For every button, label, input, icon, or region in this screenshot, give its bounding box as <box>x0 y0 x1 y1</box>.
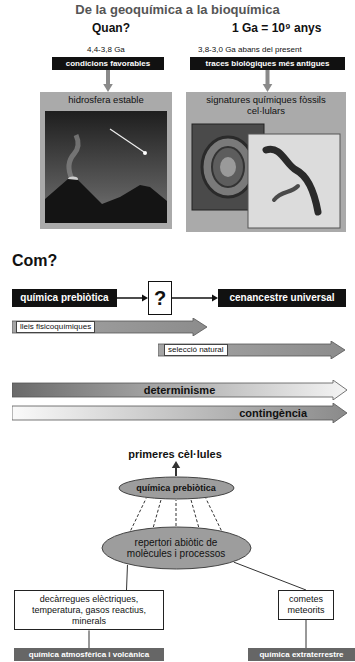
connector <box>126 565 128 590</box>
node-text: signatures químiques fòssils cel·lulars <box>190 95 342 117</box>
connector <box>172 461 180 476</box>
ellipse-outline <box>102 527 251 569</box>
connector-line <box>131 498 146 530</box>
arrowhead <box>103 84 113 92</box>
volcanic-plume <box>69 135 78 179</box>
connector <box>89 630 90 648</box>
connector-line <box>172 297 213 299</box>
connector <box>117 294 148 301</box>
node-text: química prebiòtica <box>136 483 216 493</box>
connector-line <box>89 630 90 648</box>
time-range: 4,4-3,8 Ga <box>87 45 125 54</box>
connector <box>103 70 113 92</box>
comet-streak <box>110 129 144 152</box>
comet-head <box>143 151 147 155</box>
ellipse-outline <box>119 477 234 499</box>
connector <box>131 498 222 530</box>
stromatolite-layer <box>212 147 244 187</box>
node-text: cometes meteorits <box>283 594 329 616</box>
arrowhead <box>172 461 180 468</box>
period-band: traces biològiques més antigues <box>190 57 345 70</box>
connector-line <box>126 565 128 590</box>
fossil-illustration <box>186 120 346 232</box>
volcano-illustration <box>40 109 172 229</box>
node-text: química atmosfèrica i volcànica <box>18 650 160 659</box>
node-text: traces biològiques més antigues <box>194 59 341 68</box>
arrow-body <box>12 380 347 400</box>
unknown-box: ? <box>148 281 172 315</box>
node-text: determinisme <box>144 384 216 397</box>
volcano-silhouette <box>45 179 167 223</box>
stromatolite-layer <box>220 157 236 177</box>
connector-line <box>106 70 110 86</box>
connector-line <box>175 467 177 476</box>
time-range: 3,8-3,0 Ga abans del present <box>198 45 302 54</box>
node-text: ? <box>154 287 166 309</box>
process-box: cenancestre universal <box>218 289 346 307</box>
image-panel: signatures químiques fòssils cel·lulars <box>186 92 346 120</box>
panel-frame <box>186 120 346 232</box>
force-arrow: lleis fisicoquímiques <box>12 318 207 336</box>
connector-line <box>176 500 177 526</box>
arrow-body <box>12 318 207 336</box>
connector-line <box>266 70 270 86</box>
node-text: hidrosfera estable <box>44 95 168 106</box>
section-heading: Quan? <box>92 21 130 35</box>
stromatolite-layer <box>202 137 254 197</box>
outcome-text: primeres cèl·lules <box>105 448 245 461</box>
trend-arrow: contingència <box>12 403 347 423</box>
node-text: química prebiòtica <box>17 292 112 304</box>
process-ellipse: química prebiòtica <box>118 476 235 500</box>
category-band: química extraterrestre <box>248 648 355 661</box>
force-arrow: selecció natural <box>158 341 345 359</box>
connector <box>263 70 273 92</box>
category-band: química atmosfèrica i volcànica <box>14 648 164 661</box>
sky <box>45 111 167 223</box>
microfossil-photo <box>248 134 340 228</box>
process-box: química prebiòtica <box>12 289 117 307</box>
repertoire-ellipse: repertori abiòtic de molècules i process… <box>101 526 252 570</box>
trend-arrow: determinisme <box>12 380 347 400</box>
arrow-body <box>158 341 345 359</box>
connector-line <box>191 500 199 527</box>
node-text: primeres cèl·lules <box>105 448 245 461</box>
image-panel: hidrosfera estable <box>40 92 172 109</box>
connector <box>234 562 306 590</box>
connector-line <box>306 620 307 648</box>
microfossil-filament <box>274 186 298 200</box>
microfossil-filament <box>266 149 318 212</box>
node-text: contingència <box>239 407 307 420</box>
node-text: condicions favorables <box>56 59 160 68</box>
diagram-title: De la geoquímica a la bioquímica <box>0 2 355 17</box>
connector-line <box>206 498 221 530</box>
section-heading: Com? <box>12 252 57 270</box>
arrow-body <box>12 403 347 423</box>
source-box: cometes meteorits <box>278 590 334 620</box>
node-text: repertori abiòtic de molècules i process… <box>124 537 229 560</box>
node-text: lleis fisicoquímiques <box>16 321 95 333</box>
node-text: cenancestre universal <box>223 292 341 304</box>
connector-line <box>153 500 161 527</box>
unit-note: 1 Ga = 10⁹ anys <box>232 21 321 35</box>
connector-line <box>234 562 306 590</box>
connector <box>172 294 218 301</box>
period-band: condicions favorables <box>52 57 164 70</box>
node-text: decàrregues elèctriques, temperatura, ga… <box>19 594 159 626</box>
node-text: selecció natural <box>164 344 228 356</box>
connector <box>306 620 307 648</box>
node-text: química extraterrestre <box>252 650 351 659</box>
arrowhead <box>263 84 273 92</box>
panel-frame <box>40 109 172 229</box>
source-box: decàrregues elèctriques, temperatura, ga… <box>14 590 164 630</box>
connector-line <box>117 297 143 299</box>
